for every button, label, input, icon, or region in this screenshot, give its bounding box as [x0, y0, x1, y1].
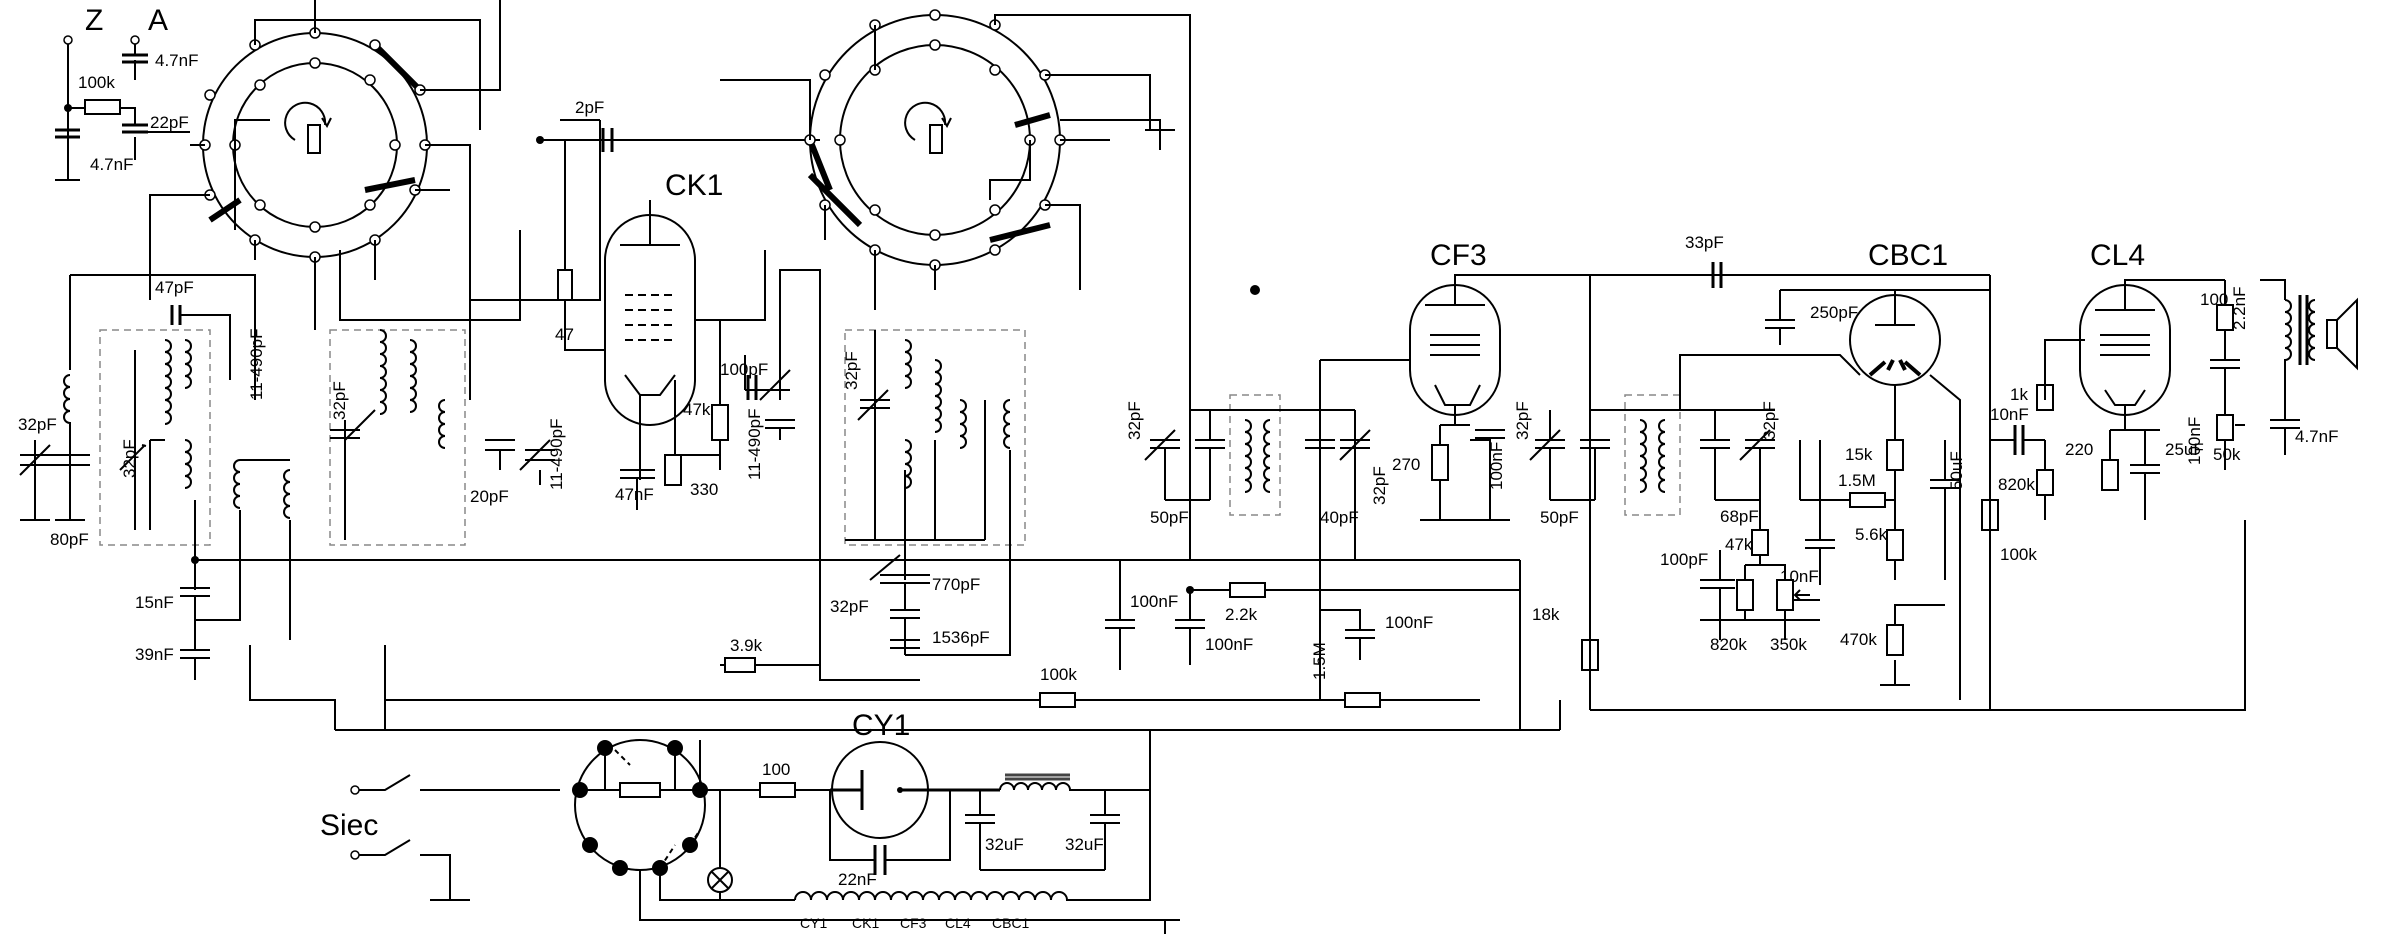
c-32p-h-label: 32pF: [1513, 401, 1532, 440]
r-50k-label: 50k: [2213, 445, 2241, 464]
tube-cf3-label: CF3: [1430, 239, 1487, 272]
terminal-z-label: Z: [85, 4, 103, 37]
c-80p-label: 80pF: [50, 530, 89, 549]
c-32p-c-label: 32pF: [330, 381, 349, 420]
r-1m5-b-label: 1.5M: [1838, 471, 1876, 490]
c-1536p-label: 1536pF: [932, 628, 990, 647]
r-3k9-label: 3.9k: [730, 636, 763, 655]
c-770p-label: 770pF: [932, 575, 980, 594]
r-1k-label: 1k: [2010, 385, 2028, 404]
r-100-cl-label: 100: [2200, 290, 2228, 309]
c-100n-c-label: 100nF: [1385, 613, 1433, 632]
input-coils: 47pF 11-490pF 32pF 32pF 80pF 15nF 39nF: [18, 274, 1520, 680]
c-47n-label: 47nF: [615, 485, 654, 504]
r-100-psu-label: 100: [762, 760, 790, 779]
c-25u-label: 25uF: [2165, 440, 2204, 459]
c-15n-label: 15nF: [135, 593, 174, 612]
r-100k-right-label: 100k: [2000, 545, 2037, 564]
r-820k-cbc-label: 820k: [1710, 635, 1747, 654]
c-250p-label: 250pF: [1810, 303, 1858, 322]
c-32u-a-label: 32uF: [985, 835, 1024, 854]
tube-cy1-label: CY1: [852, 709, 910, 742]
if-stage-1: 32pF 50pF 40pF 32pF 100nF 2.2k 100nF 100…: [1105, 359, 1520, 708]
tube-ck1-label: CK1: [665, 169, 723, 202]
c-32p-e-label: 32pF: [830, 597, 869, 616]
r-1m5-a-label: 1.5M: [1310, 642, 1329, 680]
r-100k-top-label: 100k: [78, 73, 115, 92]
osc-coils: 32pF 32pF 770pF 1536pF 3.9k: [720, 329, 1026, 673]
c-50p-a-label: 50pF: [1150, 508, 1189, 527]
c-68p-label: 68pF: [1720, 507, 1759, 526]
c-32p-f-label: 32pF: [1125, 401, 1144, 440]
c-39n-label: 39nF: [135, 645, 174, 664]
terminal-a-label: A: [148, 4, 168, 37]
ck1-section: 32pF 20pF 11-490pF 2pF 47 CK1 47nF 330 4…: [330, 98, 920, 681]
r-100k-mid-label: 100k: [1040, 665, 1077, 684]
c-2p-label: 2pF: [575, 98, 604, 117]
r-18k-label: 18k: [1532, 605, 1560, 624]
r-220-label: 220: [2065, 440, 2093, 459]
r-47k-cbc-label: 47k: [1725, 535, 1753, 554]
heater-cl4-label: CL4: [945, 915, 971, 931]
tube-cl4-label: CL4: [2090, 239, 2145, 272]
r-820k-cl-label: 820k: [1998, 475, 2035, 494]
r-47k-ck-label: 47k: [683, 400, 711, 419]
band-switch-2: [720, 9, 1191, 560]
r-350k-label: 350k: [1770, 635, 1807, 654]
c-50p-b-label: 50pF: [1540, 508, 1579, 527]
c-2n2-label: 2.2nF: [2230, 287, 2249, 330]
c-32p-a-label: 32pF: [18, 415, 57, 434]
c-32p-d-label: 32pF: [842, 351, 861, 390]
c-100n-cl-label: 100nF: [2185, 417, 2204, 465]
cl4-section: 100k 10nF 1k 820k CL4 220 25uF 100 2.2nF…: [1981, 239, 2358, 711]
c-4n7-out-label: 4.7nF: [2295, 427, 2338, 446]
mains-label: Siec: [320, 809, 378, 842]
c-11-490-c-label: 11-490pF: [745, 408, 764, 480]
c-50u-label: 50uF: [1947, 451, 1966, 490]
r-5k6-label: 5.6k: [1855, 525, 1888, 544]
heater-cy1-label: CY1: [800, 915, 827, 931]
c-4n7-top-label: 4.7nF: [155, 51, 198, 70]
c-10n-cl-label: 10nF: [1990, 405, 2029, 424]
r-470k-label: 470k: [1840, 630, 1877, 649]
c-22n-label: 22nF: [838, 870, 877, 889]
antenna-input: Z A 4.7nF 100k 22pF 4.7nF: [55, 4, 198, 181]
c-100n-cf3-label: 100nF: [1487, 442, 1506, 490]
r-2k2-label: 2.2k: [1225, 605, 1258, 624]
c-22p-label: 22pF: [150, 113, 189, 132]
r-330-label: 330: [690, 480, 718, 499]
c-32p-g-label: 32pF: [1370, 466, 1389, 505]
c-100n-a-label: 100nF: [1130, 592, 1178, 611]
c-4n7-left-label: 4.7nF: [90, 155, 133, 174]
cf3-section: CF3 270 100nF 18k 33pF: [1392, 233, 1990, 711]
heater-ck1-label: CK1: [852, 915, 879, 931]
c-32p-b-label: 32pF: [120, 439, 139, 478]
r-270-label: 270: [1392, 455, 1420, 474]
c-11-490-b-label: 11-490pF: [547, 418, 566, 490]
band-switch-1: [149, 0, 521, 330]
bus-lines: 100k: [384, 285, 1521, 730]
c-100p-ck-label: 100pF: [720, 360, 768, 379]
c-32p-i-label: 32pF: [1760, 401, 1779, 440]
heater-cbc1-label: CBC1: [992, 915, 1030, 931]
c-11-490-a-label: 11-490pF: [247, 328, 266, 400]
c-100n-b-label: 100nF: [1205, 635, 1253, 654]
c-100p-cbc-label: 100pF: [1660, 550, 1708, 569]
r-15k-label: 15k: [1845, 445, 1873, 464]
if-stage-2: 32pF 50pF 32pF 68pF: [1513, 394, 1779, 565]
heater-cf3-label: CF3: [900, 915, 927, 931]
tube-cbc1-label: CBC1: [1868, 239, 1948, 272]
c-32u-b-label: 32uF: [1065, 835, 1104, 854]
c-47p-label: 47pF: [155, 278, 194, 297]
power-supply: Siec 100 CY1 22nF 32uF 32uF CY1 CK1 CF3 …: [249, 645, 1561, 934]
c-40p-label: 40pF: [1320, 508, 1359, 527]
c-33p-label: 33pF: [1685, 233, 1724, 252]
c-20p-label: 20pF: [470, 487, 509, 506]
cbc1-section: 250pF CBC1 15k 1.5M 5.6k 50uF 10nF 100pF…: [1660, 239, 1991, 710]
